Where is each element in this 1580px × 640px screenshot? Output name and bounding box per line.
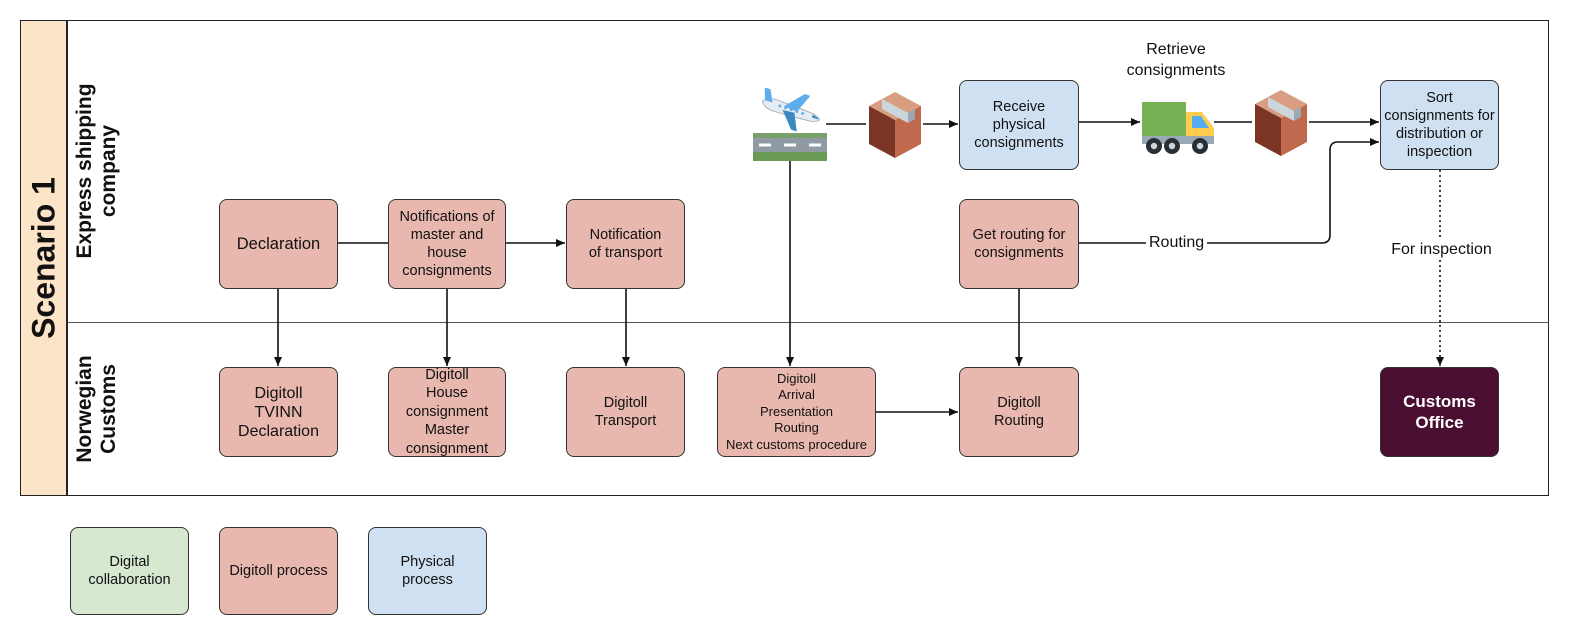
airplane-landing-icon xyxy=(753,88,827,161)
lane-divider-horizontal xyxy=(67,322,1549,323)
digitoll-routing-box: Digitoll Routing xyxy=(959,367,1079,457)
notifications-consignments-box: Notifications of master and house consig… xyxy=(388,199,506,289)
lane-divider-vertical xyxy=(67,20,68,496)
package-icon xyxy=(869,92,921,158)
legend-digitoll-process: Digitoll process xyxy=(219,527,338,615)
get-routing-box: Get routing for consignments xyxy=(959,199,1079,289)
declaration-box: Declaration xyxy=(219,199,338,289)
digitoll-tvinn-box: Digitoll TVINN Declaration xyxy=(219,367,338,457)
notification-transport-box: Notification of transport xyxy=(566,199,685,289)
legend-physical-process: Physical process xyxy=(368,527,487,615)
edge-label-retrieve: Retrieve consignments xyxy=(1126,41,1226,79)
package-icon xyxy=(1255,90,1307,156)
sort-consignments-box: Sort consignments for distribution or in… xyxy=(1380,80,1499,170)
receive-physical-box: Receive physical consignments xyxy=(959,80,1079,170)
digitoll-transport-box: Digitoll Transport xyxy=(566,367,685,457)
edge-routing-to-sort xyxy=(1079,138,1379,244)
digitoll-house-master-box: Digitoll House consignment Master consig… xyxy=(388,367,506,457)
edge-label-routing: Routing xyxy=(1146,232,1208,253)
scenario-band: Scenario 1 xyxy=(20,20,67,496)
customs-office-box: Customs Office xyxy=(1380,367,1499,457)
edge-label-for-inspection: For inspection xyxy=(1380,239,1503,260)
legend-digital-collaboration: Digital collaboration xyxy=(70,527,189,615)
truck-icon xyxy=(1142,102,1214,154)
digitoll-arrival-box: Digitoll Arrival Presentation Routing Ne… xyxy=(717,367,876,457)
